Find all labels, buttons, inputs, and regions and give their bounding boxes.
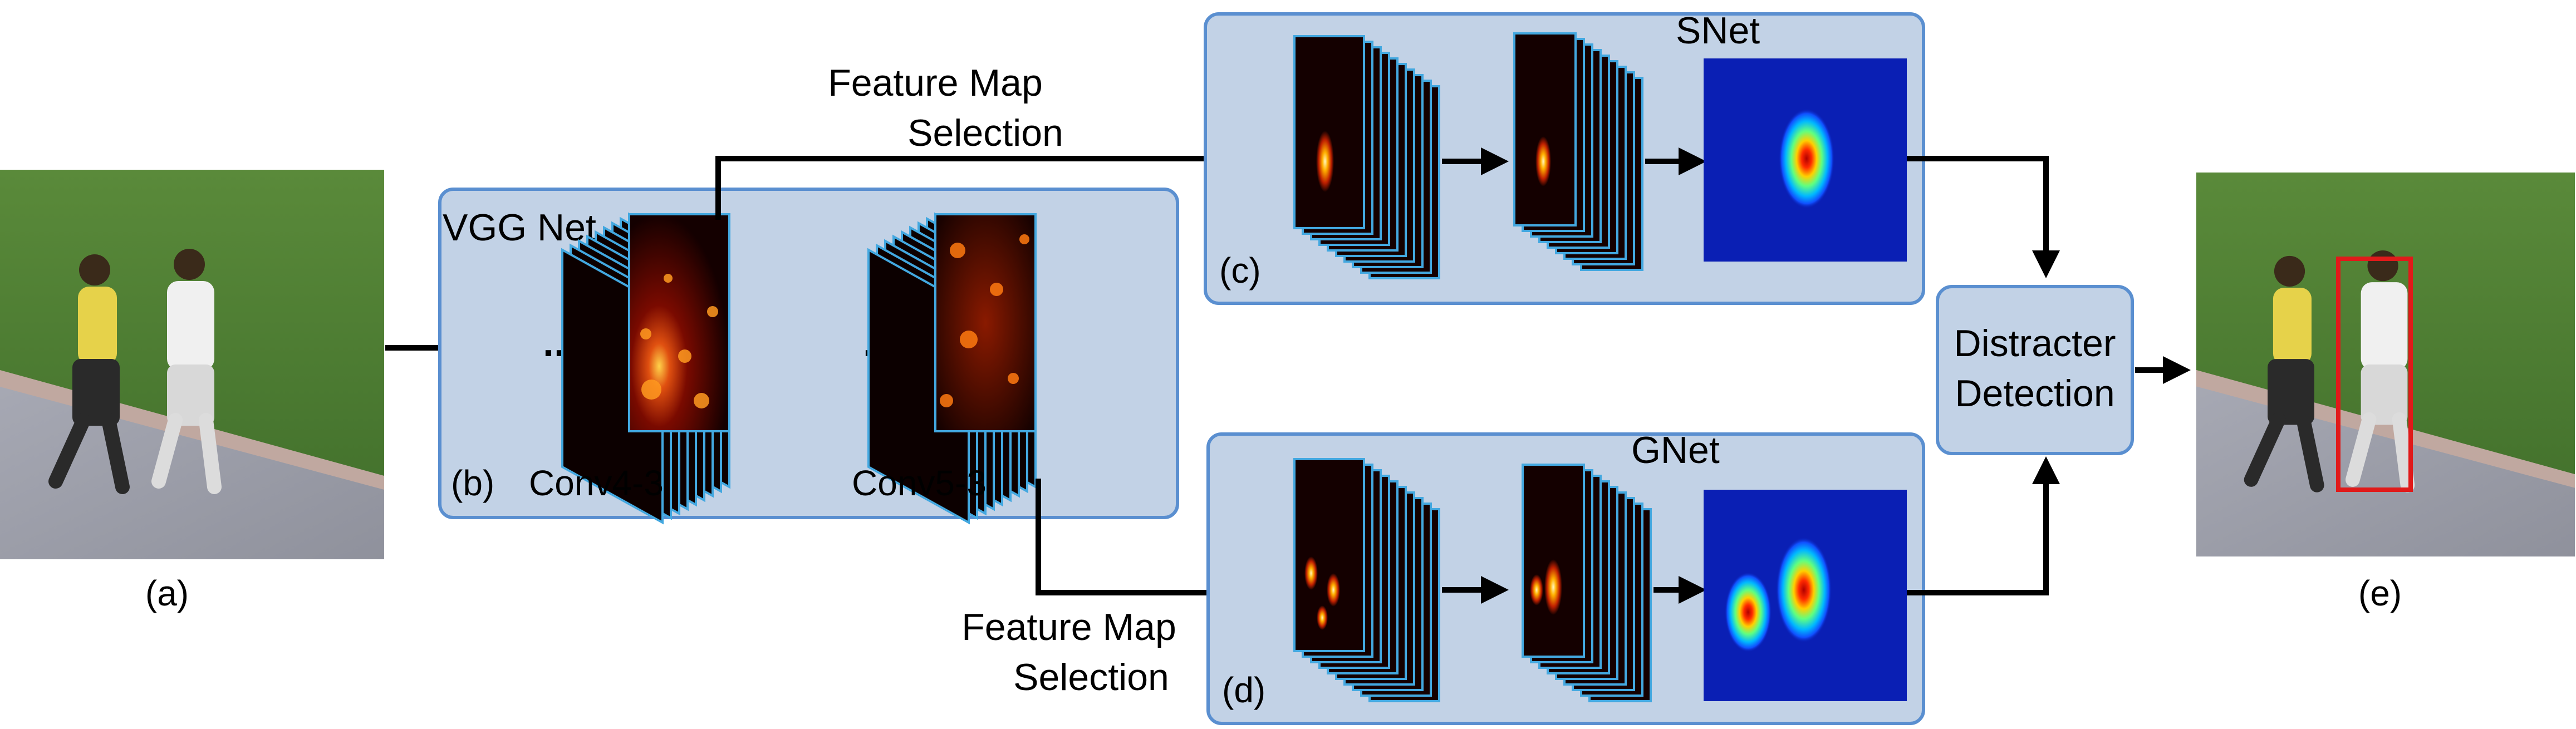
distracter-detection-box (1936, 285, 2134, 455)
panel-label-b: (b) (451, 463, 494, 503)
selection-top-line2: Selection (907, 112, 1063, 154)
gnet-response-map (1704, 490, 1907, 701)
gnet-feature-stack-1 (1293, 458, 1440, 702)
panel-label-c: (c) (1219, 250, 1261, 290)
snet-feature-stack-2 (1513, 32, 1643, 271)
output-frame-image (2196, 173, 2575, 556)
input-frame-image (0, 170, 384, 559)
gnet-feature-stack-2 (1522, 464, 1652, 702)
arrow-conv5-to-gnet (1036, 479, 1292, 607)
vgg-net-title: VGG Net (443, 206, 596, 249)
conv4-3-label: Conv4-3 (529, 463, 664, 503)
gnet-title: GNet (1631, 429, 1720, 471)
conv5-3-label: Conv5-3 (852, 463, 987, 503)
selection-top-line1: Feature Map (828, 62, 1043, 104)
selection-bottom-line1: Feature Map (961, 606, 1176, 648)
snet-feature-stack-1 (1293, 35, 1440, 279)
snet-response-map (1704, 58, 1907, 262)
distracter-line2: Detection (1955, 372, 2114, 415)
conv5-3-feature-stack (867, 212, 1037, 525)
panel-label-d: (d) (1222, 670, 1265, 710)
distracter-line1: Distracter (1954, 322, 2116, 364)
arrow-gnet-to-distracter (1907, 456, 2060, 595)
conv4-3-feature-stack (561, 212, 730, 525)
snet-title: SNet (1676, 9, 1760, 52)
arrow-conv4-to-snet (715, 145, 1289, 220)
panel-label-e: (e) (2358, 573, 2402, 613)
panel-label-a: (a) (145, 573, 189, 613)
selection-bottom-line2: Selection (1013, 656, 1169, 698)
tracking-target-box (2336, 257, 2413, 492)
arrow-snet-to-distracter (1907, 156, 2060, 278)
